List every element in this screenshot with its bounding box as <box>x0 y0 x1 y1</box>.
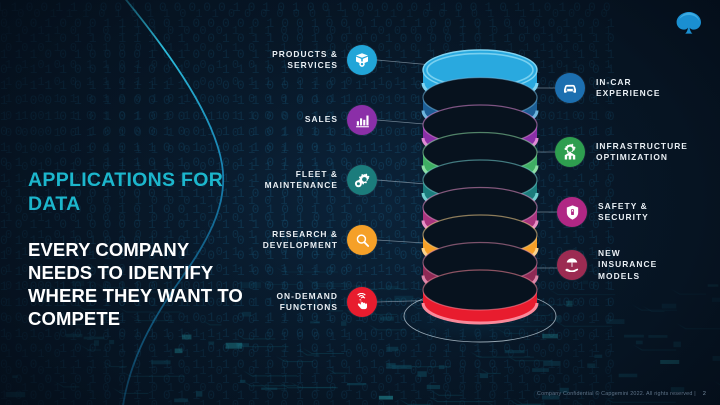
item-label: PRODUCTS & SERVICES <box>272 48 338 70</box>
page-number: 2 <box>702 391 706 397</box>
footer-text: Company Confidential © Capgemini 2022. A… <box>537 391 696 397</box>
item-on-demand-functions[interactable]: ON-DEMAND FUNCTIONS <box>255 287 377 317</box>
item-products-services[interactable]: PRODUCTS & SERVICES <box>262 45 377 75</box>
disc-red <box>421 269 539 325</box>
item-infrastructure-optimization[interactable]: INFRASTRUCTURE OPTIMIZATION <box>555 137 688 167</box>
gears-icon[interactable] <box>347 165 377 195</box>
item-label: SALES <box>304 114 338 125</box>
headline-main: EVERY COMPANY NEEDS TO IDENTIFY WHERE TH… <box>28 239 243 329</box>
footer: Company Confidential © Capgemini 2022. A… <box>537 391 706 397</box>
data-disc-stack <box>402 49 558 343</box>
car-icon[interactable] <box>555 73 585 103</box>
item-in-car-experience[interactable]: IN-CAR EXPERIENCE <box>555 73 661 103</box>
item-research-development[interactable]: RESEARCH & DEVELOPMENT <box>250 225 377 255</box>
item-fleet-maintenance[interactable]: FLEET & MAINTENANCE <box>248 165 377 195</box>
item-label: INFRASTRUCTURE OPTIMIZATION <box>596 140 688 162</box>
magnifier-icon[interactable] <box>347 225 377 255</box>
bar-chart-icon[interactable] <box>347 105 377 135</box>
item-label: SAFETY & SECURITY <box>598 200 649 222</box>
swoosh-curve <box>122 0 225 405</box>
tap-hand-icon[interactable] <box>347 287 377 317</box>
headline-block: APPLICATIONS FOR DATA EVERY COMPANY NEED… <box>28 168 258 330</box>
headline-accent: APPLICATIONS FOR DATA <box>28 169 224 215</box>
item-label: NEW INSURANCE MODELS <box>598 248 658 281</box>
item-sales[interactable]: SALES <box>262 105 377 135</box>
umbrella-hand-icon[interactable] <box>557 250 587 281</box>
item-new-insurance-models[interactable]: NEW INSURANCE MODELS <box>557 248 657 282</box>
factory-gear-icon[interactable] <box>555 137 585 167</box>
item-safety-security[interactable]: SAFETY & SECURITY <box>557 197 649 227</box>
item-label: FLEET & MAINTENANCE <box>264 168 338 190</box>
capgemini-logo <box>676 12 701 34</box>
shield-lock-icon[interactable] <box>557 197 587 227</box>
item-label: RESEARCH & DEVELOPMENT <box>262 228 338 250</box>
item-label: IN-CAR EXPERIENCE <box>596 76 661 98</box>
item-label: ON-DEMAND FUNCTIONS <box>276 290 338 312</box>
package-icon[interactable] <box>347 45 377 75</box>
